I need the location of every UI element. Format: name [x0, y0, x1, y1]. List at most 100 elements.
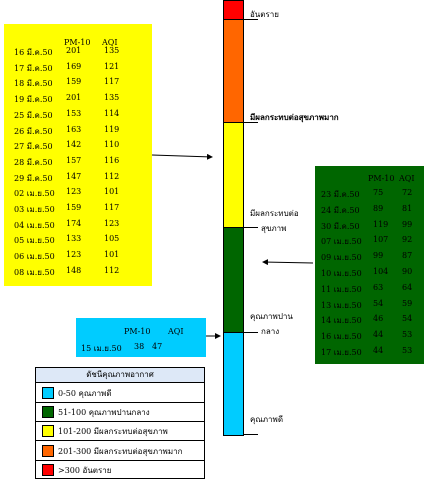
green-row-aqi: 90 — [402, 267, 413, 276]
yellow-row-date: 16 มี.ค.50 — [14, 48, 53, 57]
legend-swatch — [42, 463, 54, 476]
green-row-pm: 107 — [373, 235, 389, 245]
green-row-pm: 75 — [373, 188, 384, 197]
legend-title: ดัชนีคุณภาพอากาศ — [36, 368, 204, 383]
yellow-row-date: 03 เม.ย.50 — [14, 205, 55, 214]
yellow-row-date: 04 เม.ย.50 — [14, 220, 55, 230]
green-row-pm: 63 — [373, 282, 384, 292]
yellow-row-pm: 123 — [66, 187, 82, 197]
yellow-row-date: 17 มี.ค.50 — [14, 63, 53, 73]
yellow-row-pm: 201 — [66, 46, 82, 55]
yellow-row-date: 27 มี.ค.50 — [14, 142, 53, 152]
yellow-row-date: 02 เม.ย.50 — [14, 189, 55, 199]
green-row-date: 09 เม.ย.50 — [321, 253, 362, 263]
yellow-row-aqi: 110 — [104, 140, 120, 150]
green-table-row: 11 เม.ย.50 63 64 — [315, 283, 424, 300]
green-row-date: 07 เม.ย.50 — [321, 237, 362, 247]
yellow-row-date: 19 มี.ค.50 — [14, 95, 53, 105]
green-row-pm: 44 — [373, 346, 384, 355]
yellow-row-aqi: 135 — [104, 93, 120, 103]
yellow-table-row: 19 มี.ค.50 201 135 — [4, 93, 152, 110]
green-row-date: 13 เม.ย.50 — [321, 300, 362, 310]
green-row-date: 23 มี.ค.50 — [321, 190, 360, 199]
yellow-row-aqi: 117 — [104, 77, 120, 87]
green-header-pm: PM-10 — [368, 174, 395, 183]
scale-label-moderate-line1: คุณภาพปาน — [250, 312, 293, 321]
scale-label-very-unhealthy: มีผลกระทบต่อสุขภาพมาก — [250, 112, 339, 122]
yellow-row-pm: 142 — [66, 140, 82, 150]
yellow-table-row: 16 มี.ค.50 201 135 — [4, 46, 152, 63]
yellow-row-pm: 159 — [66, 203, 82, 212]
yellow-row-date: 29 มี.ค.50 — [14, 173, 53, 183]
green-row-aqi: 64 — [402, 282, 413, 292]
cyan-data-panel: PM-10 AQI 15 เม.ย.50 38 47 — [76, 318, 206, 357]
yellow-row-aqi: 123 — [104, 218, 120, 228]
yellow-row-pm: 147 — [66, 171, 82, 181]
scale-tick — [244, 332, 258, 333]
green-row-date: 24 มี.ค.50 — [321, 205, 360, 215]
yellow-row-pm: 133 — [66, 234, 82, 244]
yellow-row-aqi: 112 — [104, 265, 120, 275]
legend-swatch — [42, 387, 54, 399]
yellow-row-aqi: 121 — [104, 61, 120, 71]
green-row-pm: 54 — [373, 298, 384, 308]
yellow-row-aqi: 117 — [104, 203, 120, 212]
legend-swatch — [42, 406, 54, 419]
green-row-aqi: 87 — [402, 251, 413, 261]
green-row-date: 11 เม.ย.50 — [321, 284, 362, 294]
legend-label: 101-200 มีผลกระทบต่อสุขภาพ — [58, 427, 168, 437]
green-row-aqi: 53 — [402, 330, 413, 340]
legend-item: 101-200 มีผลกระทบต่อสุขภาพ — [36, 421, 204, 442]
green-row-aqi: 72 — [402, 188, 413, 197]
yellow-row-pm: 201 — [66, 93, 82, 103]
yellow-row-aqi: 101 — [104, 187, 120, 197]
legend-item: 51-100 คุณภาพปานกลาง — [36, 402, 204, 423]
green-row-pm: 119 — [373, 219, 389, 229]
yellow-table-row: 17 มี.ค.50 169 121 — [4, 62, 152, 79]
green-row-aqi: 53 — [402, 346, 413, 355]
scale-tick — [244, 434, 258, 435]
yellow-row-date: 25 มี.ค.50 — [14, 110, 53, 120]
green-row-date: 17 เม.ย.50 — [321, 348, 362, 357]
legend-item: >300 อันตราย — [36, 460, 204, 479]
yellow-table-row: 18 มี.ค.50 159 117 — [4, 77, 152, 94]
legend-label: >300 อันตราย — [58, 465, 112, 475]
arrow-green-to-scale — [262, 259, 314, 266]
yellow-row-pm: 159 — [66, 77, 82, 87]
scale-tick — [244, 122, 258, 123]
yellow-row-date: 18 มี.ค.50 — [14, 79, 53, 89]
green-row-pm: 44 — [373, 330, 384, 340]
yellow-row-aqi: 105 — [104, 234, 120, 244]
yellow-row-aqi: 135 — [104, 46, 120, 55]
cyan-header-pm: PM-10 — [124, 327, 151, 336]
legend-label: 0-50 คุณภาพดี — [58, 389, 112, 398]
scale-label-moderate-line2: กลาง — [261, 327, 280, 336]
green-row-aqi: 92 — [402, 235, 413, 245]
yellow-row-pm: 169 — [66, 61, 82, 71]
legend-item: 0-50 คุณภาพดี — [36, 383, 204, 403]
scale-label-good: คุณภาพดี — [250, 415, 284, 424]
green-table-row: 07 เม.ย.50 107 92 — [315, 235, 424, 252]
aqi-legend: ดัชนีคุณภาพอากาศ 0-50 คุณภาพดี 51-100 คุณ… — [35, 367, 205, 479]
yellow-table-row: 03 เม.ย.50 159 117 — [4, 203, 152, 220]
green-table-row: 17 เม.ย.50 44 53 — [315, 346, 424, 363]
legend-swatch — [42, 444, 54, 457]
yellow-table-row: 27 มี.ค.50 142 110 — [4, 140, 152, 157]
green-row-date: 10 เม.ย.50 — [321, 269, 362, 278]
yellow-header-aqi: AQI — [102, 38, 118, 47]
scale-tick — [244, 19, 258, 20]
